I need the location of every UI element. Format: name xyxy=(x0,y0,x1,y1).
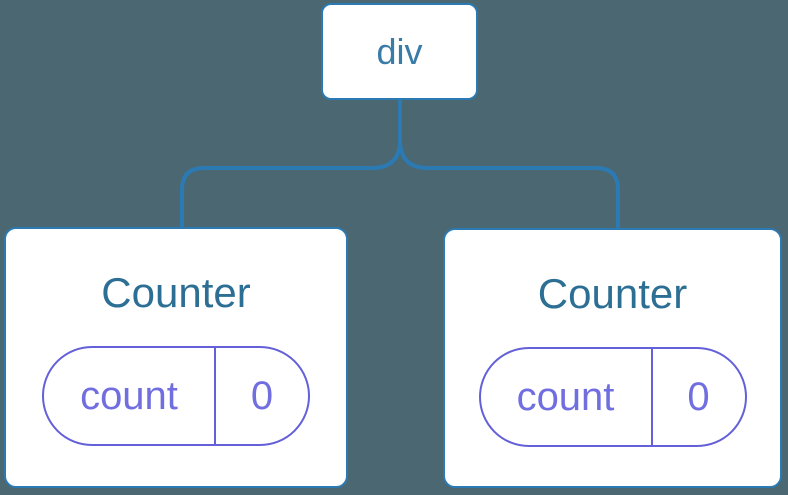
counter-card-left: Counter count 0 xyxy=(4,227,348,488)
counter-card-right: Counter count 0 xyxy=(443,228,782,488)
connector-right-branch xyxy=(398,138,620,230)
connector-left-branch xyxy=(180,99,402,229)
state-pill: count 0 xyxy=(478,347,747,448)
counter-title: Counter xyxy=(101,269,251,316)
counter-title: Counter xyxy=(537,270,688,317)
state-value: 0 xyxy=(250,373,274,418)
state-key-label: count xyxy=(516,374,615,419)
pill-divider xyxy=(650,349,653,446)
root-node-label: div xyxy=(376,30,423,72)
pill-divider xyxy=(214,348,216,445)
root-node-div: div xyxy=(321,3,478,100)
state-value: 0 xyxy=(687,374,710,419)
state-key-label: count xyxy=(80,373,178,418)
state-pill: count 0 xyxy=(42,346,310,447)
